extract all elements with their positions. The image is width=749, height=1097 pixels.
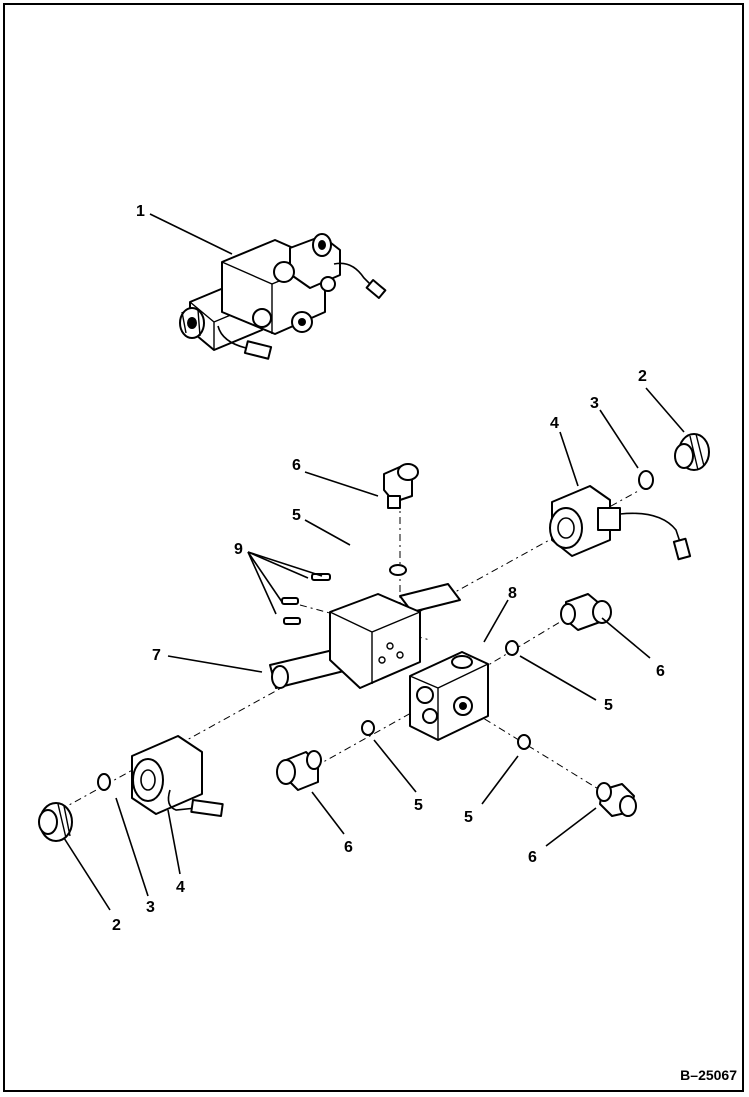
callout-3-left: 3 — [146, 899, 155, 916]
callout-6-left: 6 — [344, 839, 353, 856]
callout-3-right: 3 — [590, 395, 599, 412]
nut-right — [674, 433, 710, 471]
elbow-fitting-bottom — [596, 782, 637, 817]
callout-labels: 1 2 3 4 6 5 9 7 8 6 5 2 3 4 6 5 5 6 — [112, 203, 665, 934]
manifold-block — [409, 651, 489, 741]
callout-1: 1 — [136, 203, 145, 220]
elbow-fitting-right — [560, 593, 612, 631]
o-ring-right — [638, 470, 654, 490]
figure-id: B–25067 — [680, 1067, 737, 1083]
callout-6-right: 6 — [656, 663, 665, 680]
o-ring-manifold-bottom — [517, 734, 531, 750]
figure-frame — [3, 3, 744, 1092]
coil-left — [131, 735, 224, 818]
nut-left — [38, 802, 73, 842]
callout-6-top: 6 — [292, 457, 301, 474]
callout-2-left: 2 — [112, 917, 121, 934]
callout-7: 7 — [152, 647, 161, 664]
pins — [281, 573, 331, 625]
o-ring-manifold-right — [505, 640, 519, 656]
callout-5-manifold-left: 5 — [414, 797, 423, 814]
o-ring-left — [97, 773, 111, 791]
callout-8: 8 — [508, 585, 517, 602]
callout-9: 9 — [234, 541, 243, 558]
elbow-fitting-top — [383, 463, 419, 509]
o-ring-top — [389, 564, 407, 576]
cartridge-body — [329, 593, 421, 689]
callout-6-bottom: 6 — [528, 849, 537, 866]
coil-right — [549, 485, 692, 561]
leader-lines — [63, 213, 685, 911]
assembled-valve — [179, 233, 387, 360]
o-ring-manifold-left — [361, 720, 375, 736]
callout-5-top: 5 — [292, 507, 301, 524]
elbow-fitting-left — [276, 750, 322, 791]
callout-2-right: 2 — [638, 368, 647, 385]
callout-5-right: 5 — [604, 697, 613, 714]
callout-4-left: 4 — [176, 879, 185, 896]
callout-4-right: 4 — [550, 415, 559, 432]
callout-5-manifold-bottom: 5 — [464, 809, 473, 826]
